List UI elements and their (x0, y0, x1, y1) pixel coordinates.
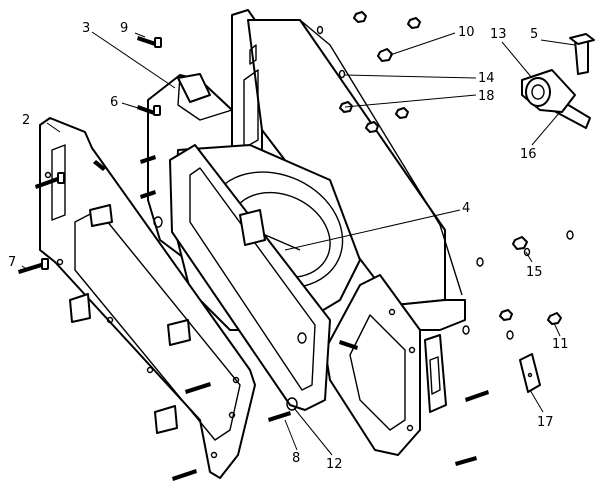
screw-7 (18, 258, 49, 274)
callout-13: 13 (490, 27, 507, 42)
callout-14: 14 (478, 71, 495, 86)
housing (231, 9, 466, 331)
callout-8: 8 (292, 451, 300, 466)
callout-12: 12 (326, 457, 343, 472)
callout-16: 16 (520, 147, 537, 162)
connector-plate (424, 334, 447, 413)
callout-17: 17 (537, 415, 554, 430)
callout-11: 11 (552, 337, 569, 352)
callout-5: 5 (530, 27, 538, 42)
callout-15: 15 (526, 265, 543, 280)
lower-flange (324, 274, 421, 456)
screws (18, 36, 489, 481)
hinge-bracket (521, 33, 595, 129)
callout-3: 3 (82, 21, 90, 36)
washers (153, 216, 307, 411)
callout-4: 4 (462, 201, 470, 216)
callout-9: 9 (120, 21, 128, 36)
callout-6: 6 (110, 95, 118, 110)
callout-2: 2 (22, 113, 30, 128)
callout-labels: 2 3 9 6 7 10 14 18 13 5 16 4 15 11 17 8 … (8, 21, 569, 472)
screw-2a (35, 172, 65, 189)
retaining-frame (169, 144, 331, 411)
callout-18: 18 (478, 89, 495, 104)
screw-9 (137, 36, 162, 48)
clip-17 (519, 353, 541, 393)
nuts (316, 11, 574, 340)
screw-6 (137, 105, 161, 116)
leader-lines (21, 31, 576, 456)
callout-10: 10 (458, 25, 475, 40)
callout-7: 7 (8, 255, 16, 270)
